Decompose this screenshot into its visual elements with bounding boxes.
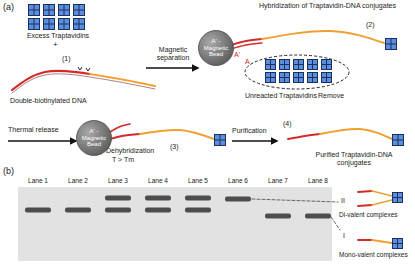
dna-strand [372,240,392,243]
strand-label: A' [234,51,240,59]
panel-letter: (b) [3,166,14,176]
step-label: Remove [318,92,344,100]
step-label: Dehybridization [106,147,154,155]
traptavidin-icon [28,4,40,16]
traptavidin-icon [307,59,318,70]
traptavidin-icon [214,134,226,146]
traptavidin-icon [307,72,318,83]
gel-band [25,208,51,213]
gel-band [105,196,131,201]
arrow-label: Magnetic separation [146,46,200,62]
dna-strand [358,239,372,241]
magnetic-bead: A' - Magnetic Bead [198,30,234,66]
bead-circle [199,31,234,66]
step-label: Double-biotinylated DNA [10,97,87,105]
band-label: I [343,232,345,240]
dna-strand [140,130,214,139]
step-number: (2) [366,21,375,29]
traptavidin-icon [321,72,332,83]
traptavidin-icon [58,18,70,30]
traptavidin-icon [265,59,276,70]
band-label: II [341,197,345,205]
panel-letter: (a) [3,2,14,12]
traptavidin-icon [265,72,276,83]
lane-label: Lane 6 [222,177,254,184]
traptavidin-icon [279,59,290,70]
legend-text: Mono-valent complexes [339,251,408,258]
gel-band [305,214,331,219]
dna-strand [231,43,262,49]
dashed-ellipse [245,55,349,89]
traptavidin-icon [293,72,304,83]
lane-label: Lane 4 [142,177,174,184]
step-label: Purified Traptavidin-DNA conjugates [298,151,410,167]
gel-band [185,208,211,213]
traptavidin-icon [73,4,85,16]
step-number: (3) [170,143,179,151]
gel-image [18,187,332,261]
gel-band [105,208,131,213]
traptavidin-icon [385,38,397,50]
gel-band [145,196,171,201]
traptavidin-icon [321,59,332,70]
gel-band [265,214,291,219]
arrow-label: Thermal release [8,126,59,134]
traptavidin-icon [279,72,290,83]
bead-circle [77,121,112,156]
traptavidin-icon [43,18,55,30]
lane-label: Lane 2 [62,177,94,184]
traptavidin-icon [58,4,70,16]
biotin-mark [78,67,82,70]
dna-strand [262,31,384,43]
step-label: Unreacted Traptavidins [245,92,317,100]
condition-label: T > Tm [112,156,134,164]
dna-strand [358,205,372,206]
leader-line [331,217,340,230]
lane-label: Lane 1 [22,177,54,184]
lane-label: Lane 7 [262,177,294,184]
dna-strand [110,134,140,139]
step-number: (1) [62,55,71,63]
step-label: Hybridization of Traptavidin-DNA conjuga… [250,2,405,10]
released-strand [110,124,130,132]
traptavidin-icon [392,134,404,146]
traptavidin-icon [43,4,55,16]
bead-label: A' - Magnetic Bead [203,38,229,59]
arrow-label: Purification [232,127,267,135]
process-arrow [8,140,76,142]
dna-strand [358,191,372,192]
strand-label: A [245,58,250,66]
gel-band [145,208,171,213]
dna-strand [12,71,90,90]
traptavidin-icon [392,238,403,249]
magnetic-bead: A' - Magnetic Bead [76,120,112,156]
lane-label: Lane 3 [102,177,134,184]
process-arrow [146,67,198,69]
traptavidin-icon [392,192,403,203]
dna-strand [372,191,392,196]
gel-band [65,208,91,213]
plus-sign: + [53,40,58,49]
traptavidin-icon [293,59,304,70]
lane-label: Lane 5 [182,177,214,184]
traptavidin-icon [73,18,85,30]
step-number: (4) [283,120,292,128]
dna-strand [12,74,155,93]
biotin-mark [86,68,90,71]
lane-label: Lane 8 [302,177,334,184]
step-label: Excess Traptavidins [20,32,96,40]
process-arrow [232,140,277,142]
dna-strand [288,134,320,139]
gel-band [185,196,211,201]
bead-label: A' - Magnetic Bead [81,128,107,149]
dna-strand [372,200,392,205]
dna-strand [320,129,392,139]
traptavidin-icon [28,18,40,30]
legend-text: Di-valent complexes [339,211,398,218]
dna-strand [90,74,155,86]
leader-line [252,199,338,202]
gel-band [225,197,251,202]
